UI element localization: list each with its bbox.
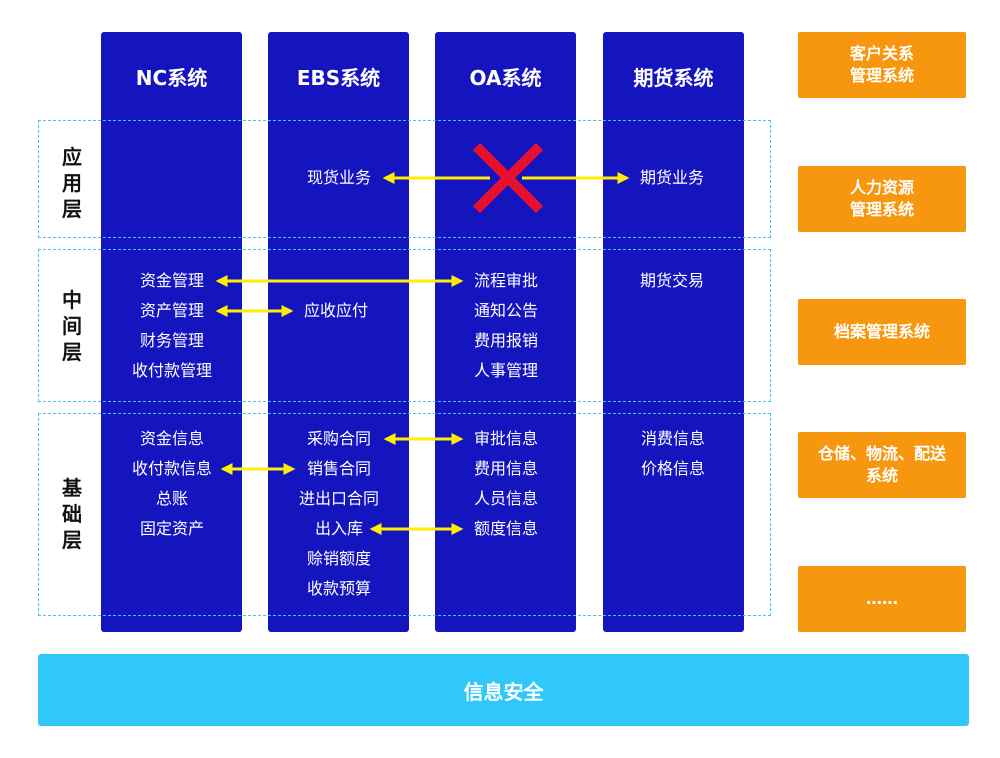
column-title-futures: 期货系统 [633, 66, 714, 90]
item-hr-management: 人事管理 [473, 361, 539, 380]
column-title-ebs: EBS系统 [296, 66, 381, 90]
crm-system-box: 客户关系 管理系统 [798, 32, 966, 98]
item-expense-info: 费用信息 [473, 459, 539, 478]
futures-system-column: 期货系统 [603, 32, 744, 632]
layer-label-foundation: 基础层 [62, 476, 82, 552]
item-approval-info: 审批信息 [473, 429, 539, 448]
item-credit-sales-amount: 赊销额度 [306, 549, 372, 568]
column-title-oa: OA系统 [469, 66, 542, 90]
item-collection-budget: 收款预算 [306, 579, 372, 598]
layer-label-middle: 中间层 [62, 288, 82, 364]
archive-system-box: 档案管理系统 [798, 299, 966, 365]
application-layer-frame [38, 120, 771, 238]
item-payment-info: 收付款信息 [131, 459, 213, 478]
middle-layer-frame [38, 249, 771, 402]
information-security-bar: 信息安全 [38, 654, 969, 726]
logistics-system-label: 仓储、物流、配送 系统 [817, 444, 946, 485]
more-systems-box: …… [798, 566, 966, 632]
item-expense-claim: 费用报销 [473, 331, 539, 350]
cross-icon [472, 142, 544, 214]
item-personnel-info: 人员信息 [473, 489, 539, 508]
item-import-export-contract: 进出口合同 [298, 489, 380, 508]
column-title-nc: NC系统 [135, 66, 208, 90]
information-security-label: 信息安全 [463, 679, 544, 704]
item-futures-business: 期货业务 [639, 168, 705, 187]
item-quota-info: 额度信息 [473, 519, 539, 538]
item-purchase-contract: 采购合同 [306, 429, 372, 448]
nc-system-column: NC系统 [101, 32, 242, 632]
item-fund-management: 资金管理 [139, 271, 205, 290]
foundation-layer-frame [38, 413, 771, 616]
item-warehouse-in-out: 出入库 [314, 519, 364, 538]
item-process-approval: 流程审批 [473, 271, 539, 290]
hr-system-label: 人力资源 管理系统 [849, 178, 914, 219]
item-spot-business: 现货业务 [306, 168, 372, 187]
item-consumption-info: 消费信息 [640, 429, 706, 448]
item-futures-trading: 期货交易 [639, 271, 705, 290]
item-notice: 通知公告 [473, 301, 539, 320]
crm-system-label: 客户关系 管理系统 [849, 44, 914, 85]
archive-system-label: 档案管理系统 [833, 322, 930, 341]
item-sales-contract: 销售合同 [306, 459, 372, 478]
item-fund-info: 资金信息 [139, 429, 205, 448]
item-asset-management: 资产管理 [139, 301, 205, 320]
item-price-info: 价格信息 [640, 459, 706, 478]
item-payment-management: 收付款管理 [131, 361, 213, 380]
layer-label-application: 应用层 [62, 145, 82, 221]
hr-system-box: 人力资源 管理系统 [798, 166, 966, 232]
more-systems-label: …… [866, 589, 898, 608]
item-receivable-payable: 应收应付 [303, 301, 369, 320]
item-general-ledger: 总账 [155, 489, 189, 508]
item-finance-management: 财务管理 [139, 331, 205, 350]
item-fixed-assets: 固定资产 [139, 519, 205, 538]
logistics-system-box: 仓储、物流、配送 系统 [798, 432, 966, 498]
